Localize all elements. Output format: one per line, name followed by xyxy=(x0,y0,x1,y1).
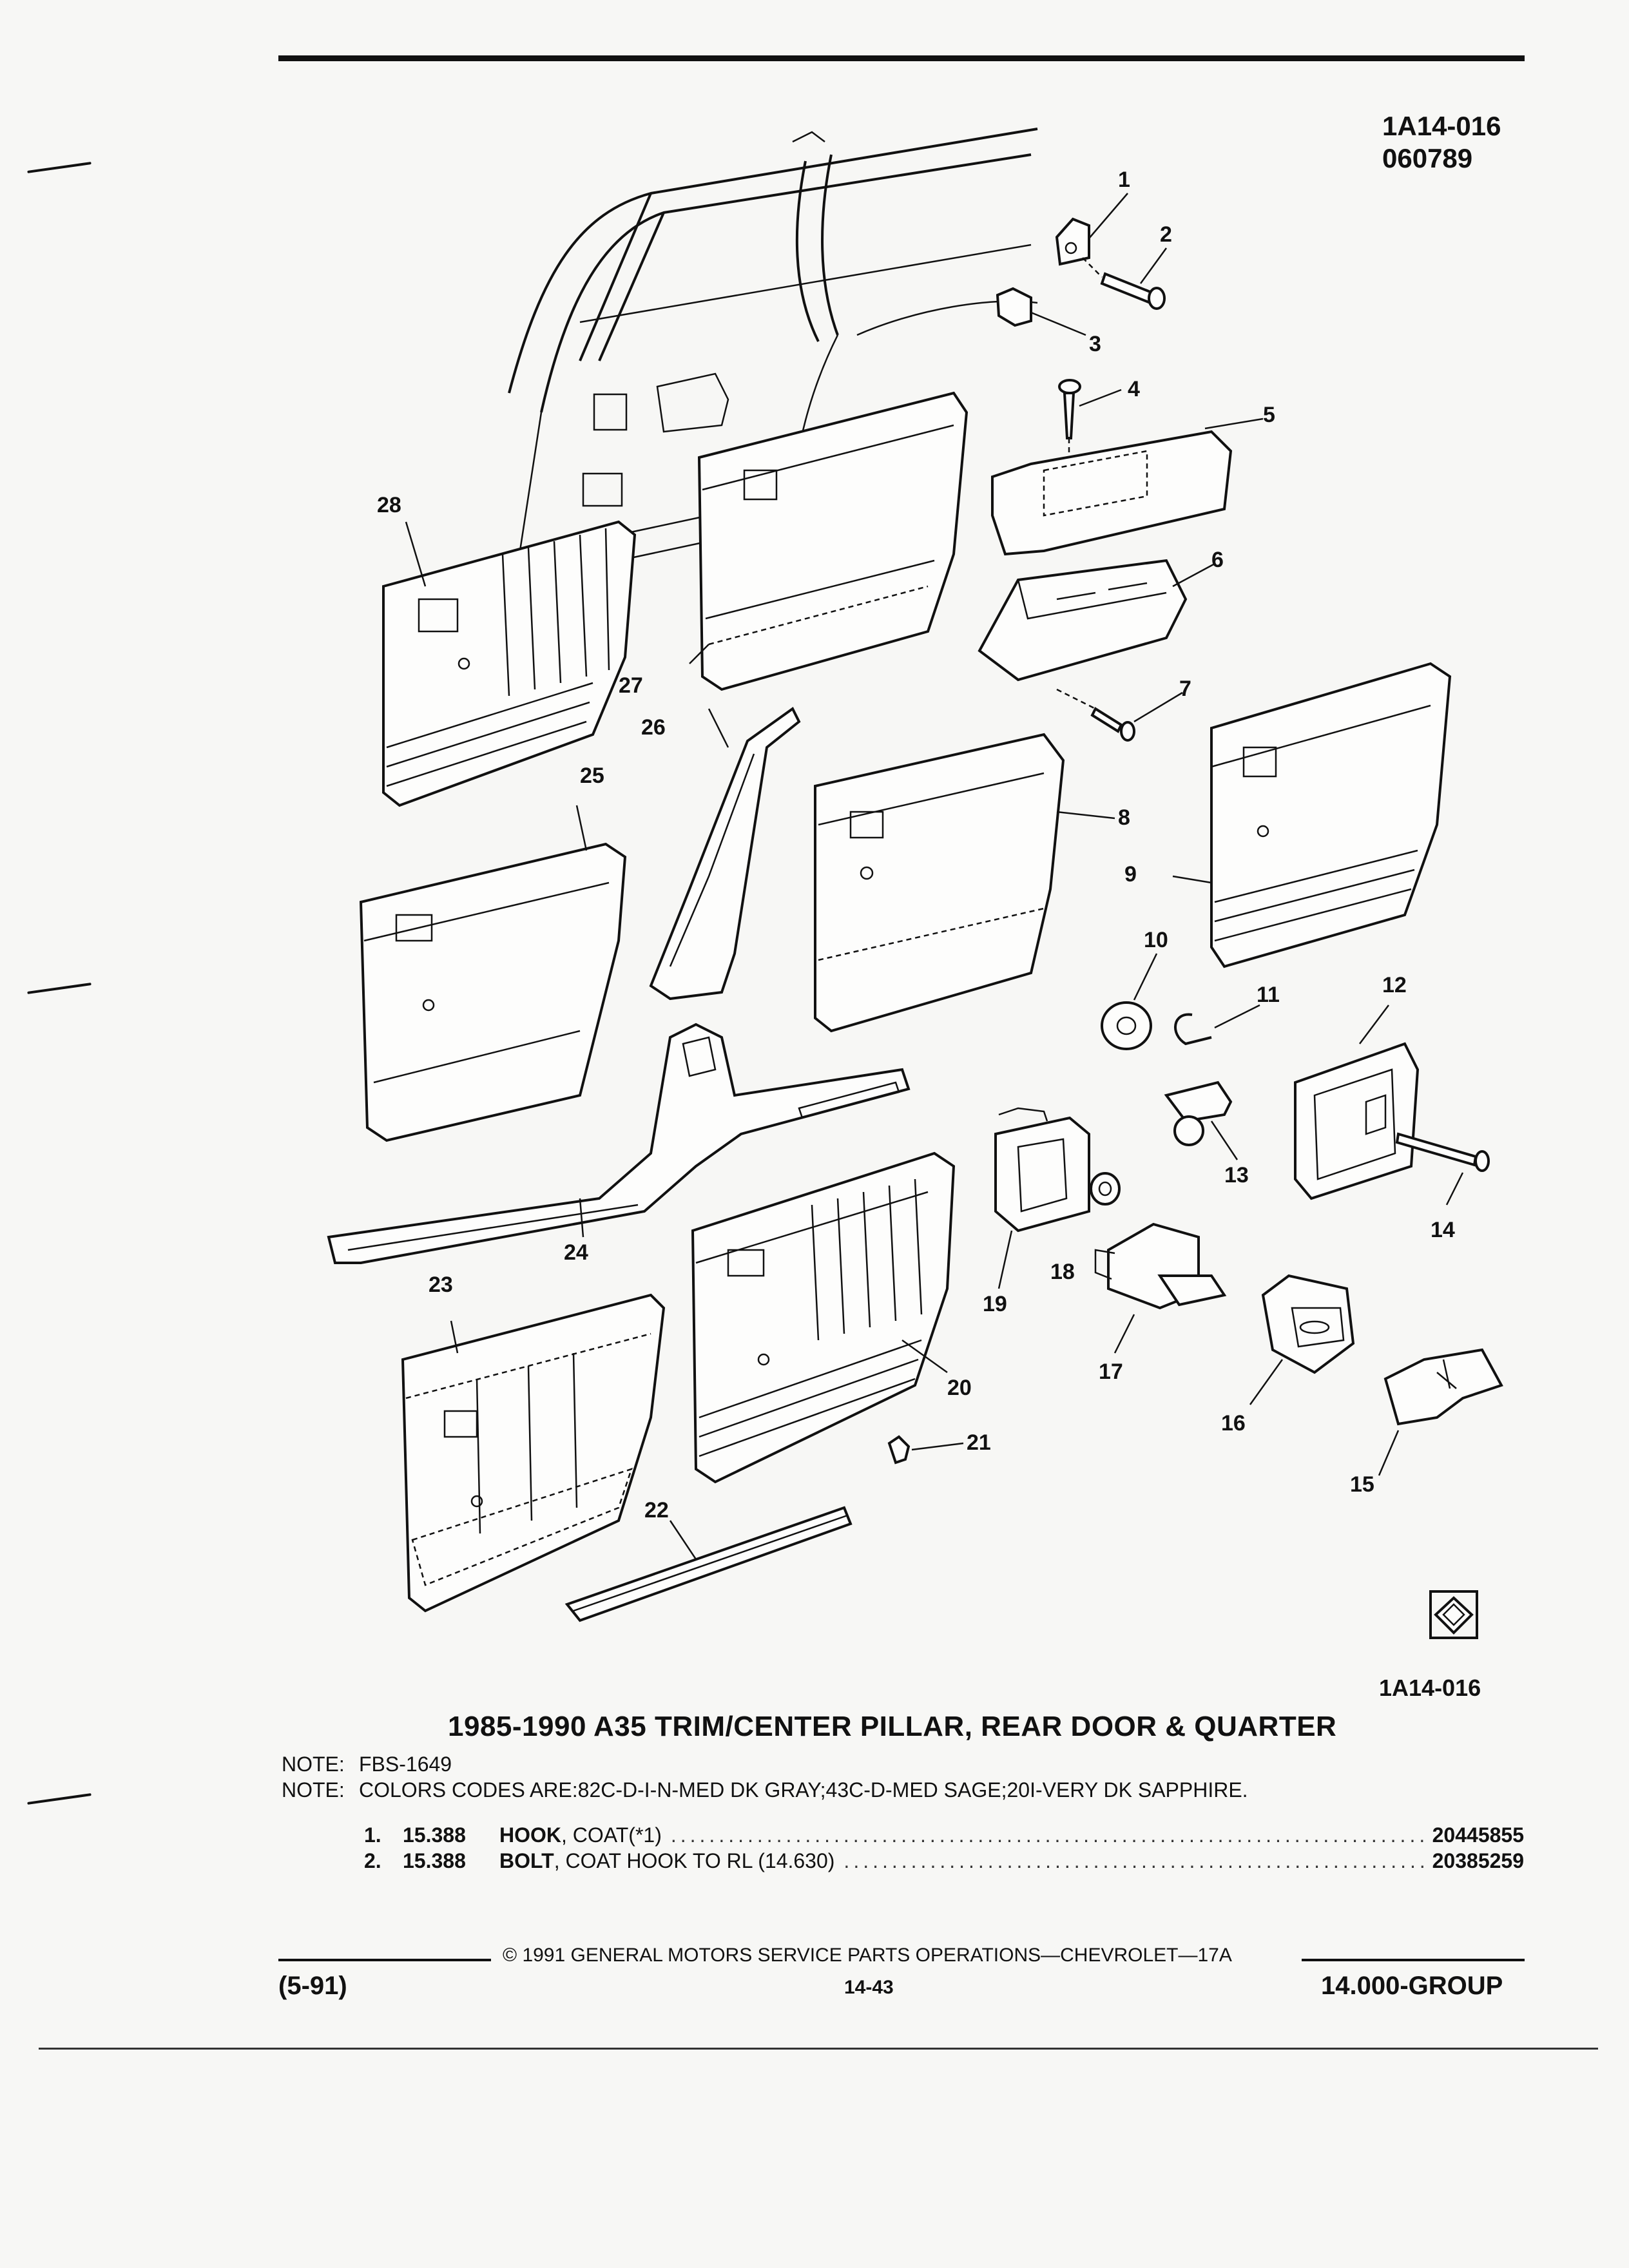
gm-logo-icon xyxy=(1429,1590,1478,1639)
callout-19: 19 xyxy=(983,1292,1007,1316)
callout-1: 1 xyxy=(1118,168,1130,192)
part-24-rocker-trim xyxy=(327,1023,911,1264)
callout-13: 13 xyxy=(1224,1163,1249,1187)
callout-6: 6 xyxy=(1211,548,1224,572)
figure-code: 1A14-016 xyxy=(1382,111,1501,141)
callout-labels: 1 2 3 4 5 6 7 8 9 10 11 12 13 14 15 16 1… xyxy=(377,168,1455,1523)
part-11-clip xyxy=(1174,1004,1260,1046)
callout-28: 28 xyxy=(377,493,401,517)
part-17-switch xyxy=(1094,1222,1227,1354)
parts-list: 1. 15.388 HOOK , COAT(*1) ..............… xyxy=(364,1822,1524,1874)
callout-20: 20 xyxy=(947,1376,972,1400)
part-2-bolt xyxy=(1082,247,1168,310)
body-shell-outline xyxy=(508,128,1038,581)
part-20-door-panel xyxy=(691,1151,956,1484)
top-rule xyxy=(278,55,1525,61)
callout-23: 23 xyxy=(429,1273,453,1297)
callout-8: 8 xyxy=(1118,805,1130,830)
part-7-screw xyxy=(1056,688,1183,742)
date-code: 060789 xyxy=(1382,143,1473,173)
part-22-sill-plate xyxy=(564,1506,853,1622)
footer-copyright: © 1991 GENERAL MOTORS SERVICE PARTS OPER… xyxy=(503,1945,1232,1966)
part-25-quarter-panel xyxy=(359,805,627,1142)
part-4-screw xyxy=(1058,379,1122,490)
part-1-coat-hook xyxy=(1055,193,1128,266)
callout-27: 27 xyxy=(619,673,643,698)
callout-11: 11 xyxy=(1257,983,1280,1007)
part-9-door-panel xyxy=(1172,662,1452,968)
callout-12: 12 xyxy=(1382,973,1407,997)
callout-17: 17 xyxy=(1099,1360,1123,1384)
callout-25: 25 xyxy=(580,764,604,788)
callout-9: 9 xyxy=(1124,862,1137,887)
part-15-clip xyxy=(1378,1348,1503,1476)
part-23-door-panel xyxy=(401,1293,666,1613)
footer-rule-left xyxy=(278,1959,491,1961)
part-21-push-pin xyxy=(887,1435,964,1465)
callout-10: 10 xyxy=(1144,928,1168,952)
footer-date: (5-91) xyxy=(278,1972,347,2000)
callout-16: 16 xyxy=(1221,1411,1246,1436)
part-10-escutcheon xyxy=(1101,953,1158,1050)
part-3-clip xyxy=(996,287,1086,336)
footer-rule-right xyxy=(1302,1959,1525,1961)
part-18-grommet xyxy=(1090,1172,1121,1206)
part-19-bezel xyxy=(994,1107,1090,1289)
note-1: NOTE:FBS-1649 xyxy=(282,1753,452,1776)
callout-22: 22 xyxy=(644,1498,669,1523)
callout-14: 14 xyxy=(1431,1218,1455,1242)
footer-group: 14.000-GROUP xyxy=(1321,1972,1503,2000)
part-14-screw xyxy=(1395,1132,1490,1206)
note-2: NOTE:COLORS CODES ARE:82C-D-I-N-MED DK G… xyxy=(282,1778,1248,1802)
parts-list-row: 2. 15.388 BOLT , COAT HOOK TO RL (14.630… xyxy=(364,1849,1524,1872)
part-13-window-crank xyxy=(1164,1081,1239,1160)
callout-24: 24 xyxy=(564,1240,588,1265)
part-5-armrest xyxy=(991,418,1264,556)
notes: NOTE:FBS-1649 NOTE:COLORS CODES ARE:82C-… xyxy=(282,1751,1506,1803)
footer-page-number: 14-43 xyxy=(844,1977,894,1998)
section-title: 1985-1990 A35 TRIM/CENTER PILLAR, REAR D… xyxy=(448,1711,1337,1742)
callout-2: 2 xyxy=(1160,222,1172,247)
part-28-door-panel xyxy=(382,520,637,807)
part-16-switch-bezel xyxy=(1249,1274,1355,1405)
callout-7: 7 xyxy=(1179,677,1191,701)
callout-3: 3 xyxy=(1089,332,1101,356)
parts-list-row: 1. 15.388 HOOK , COAT(*1) ..............… xyxy=(364,1823,1524,1847)
callout-4: 4 xyxy=(1128,377,1140,401)
margin-mark-3 xyxy=(27,1793,92,1805)
figure-bottom-code: 1A14-016 xyxy=(1379,1675,1481,1701)
part-8-door-panel xyxy=(814,733,1115,1033)
part-6-armrest-base xyxy=(978,559,1215,682)
callout-21: 21 xyxy=(967,1430,991,1455)
callout-5: 5 xyxy=(1263,403,1275,427)
exploded-parts-diagram: 1 2 3 4 5 6 7 8 9 10 11 12 13 14 15 16 1… xyxy=(327,128,1503,1639)
part-26-pillar-trim xyxy=(649,707,801,1001)
part-12-bezel xyxy=(1294,1004,1420,1200)
callout-26: 26 xyxy=(641,715,666,740)
bottom-scan-rule xyxy=(39,2048,1598,2050)
part-27-door-panel xyxy=(689,391,969,691)
callout-18: 18 xyxy=(1050,1260,1075,1284)
callout-15: 15 xyxy=(1350,1472,1374,1497)
